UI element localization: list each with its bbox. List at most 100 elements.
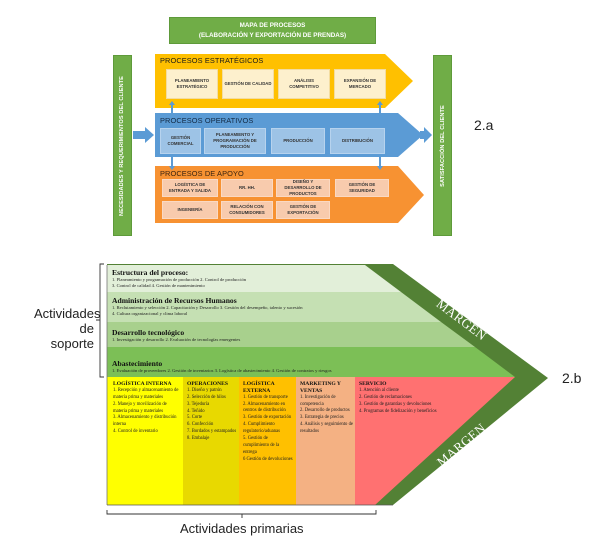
operative-item: DISTRIBUCIÓN xyxy=(330,128,385,154)
connector-arrowhead-icon xyxy=(169,101,175,105)
primary-col-item: 1. Atención al cliente xyxy=(359,387,399,393)
support-row-line: 1. Planeamiento y programación de produc… xyxy=(112,277,247,282)
primary-col-operations: OPERACIONES 1. Diseño y patrón 2. Selecc… xyxy=(183,378,239,505)
primary-col-item: 2. Desarrollo de productos xyxy=(300,408,350,414)
support-item: GESTIÓN DE EXPORTACIÓN xyxy=(276,201,330,219)
support-row-technology: Desarrollo tecnológico 1. Investigación … xyxy=(108,326,448,343)
customer-needs-bar: NECESIDADES Y REQUERIMIENTOS DEL CLIENTE xyxy=(113,55,132,236)
support-item: DISEÑO Y DESARROLLO DE PRODUCTOS xyxy=(276,179,330,197)
support-row-line: 3. Control de calidad 4. Gestión de mant… xyxy=(112,283,205,289)
primary-col-bg xyxy=(239,377,296,505)
connector-strat-oper-right xyxy=(379,103,381,116)
support-row-procurement: Abastecimiento 1. Evaluación de proveedo… xyxy=(108,357,488,374)
support-activities-label-line2: de soporte xyxy=(50,321,94,351)
primary-col-item: 2. Gestión de reclamaciones xyxy=(359,394,412,400)
primary-col-title: LOGÍSTICA EXTERNA xyxy=(243,381,275,394)
primary-col-item: 3. Estrategia de precios xyxy=(300,415,344,421)
support-bracket xyxy=(96,263,104,378)
primary-col-marketing: MARKETING Y VENTAS 1. Investigación de c… xyxy=(296,378,355,505)
primary-col-bg xyxy=(296,377,355,505)
strategic-item: ANÁLISIS COMPETITIVO xyxy=(278,69,330,99)
figure-label-2a: 2.a xyxy=(474,117,494,133)
input-arrow-icon xyxy=(133,127,154,143)
primary-col-item: 7. Bordados y estampados xyxy=(187,429,237,435)
support-row-title: Desarrollo tecnológico xyxy=(112,328,185,337)
primary-col-item: 4. Programas de fidelización y beneficio… xyxy=(359,408,437,414)
primary-col-item: 8. Embalaje xyxy=(187,436,210,442)
primary-col-item: 2. Manejo y movilización de materia prim… xyxy=(113,401,167,414)
primary-col-item: 1. Investigación de competencia xyxy=(300,394,336,407)
support-item: LOGÍSTICA DE ENTRADA Y SALIDA xyxy=(162,179,218,197)
primary-col-title: OPERACIONES xyxy=(187,381,229,387)
operative-item: GESTIÓN COMERCIAL xyxy=(160,128,201,154)
support-row-line: 1. Evaluación de proveedores 2. Gestión … xyxy=(112,368,332,373)
primary-col-item: 3. Gestión de garantías y devoluciones xyxy=(359,401,432,407)
primary-col-title: LOGÍSTICA INTERNA xyxy=(113,381,172,387)
primary-col-outbound: LOGÍSTICA EXTERNA 1. Gestión de transpor… xyxy=(239,378,296,505)
primary-col-item: 6. Confección xyxy=(187,422,214,428)
support-row-bg xyxy=(107,347,515,377)
primary-col-title: MARKETING Y VENTAS xyxy=(300,381,341,394)
primary-bracket xyxy=(106,510,377,518)
connector-arrowhead-icon xyxy=(377,166,383,170)
connector-arrowhead-icon xyxy=(377,101,383,105)
operative-title: PROCESOS OPERATIVOS xyxy=(160,116,254,125)
figure-label-2b: 2.b xyxy=(562,370,582,386)
primary-col-item: 4. Cumplimiento regulatorio/aduanas xyxy=(243,422,280,435)
primary-col-title: SERVICIO xyxy=(359,381,387,387)
support-row-bg xyxy=(107,292,441,322)
primary-activities-label: Actividades primarias xyxy=(180,521,304,536)
primary-col-item: 4. Control de inventario xyxy=(113,429,158,435)
primary-col-item: 6 Gestión de devoluciones xyxy=(243,456,293,462)
primary-col-item: 3. Tejeduría xyxy=(187,401,210,407)
support-activities-label: Actividades de soporte xyxy=(34,306,101,351)
support-item: INGENIERÍA xyxy=(162,201,218,219)
operative-item: PRODUCCIÓN xyxy=(271,128,325,154)
connector-oper-supp-left xyxy=(171,154,173,168)
strategic-item: GESTIÓN DE CALIDAD xyxy=(222,69,274,99)
support-item: GESTIÓN DE SEGURIDAD xyxy=(335,179,389,197)
support-row-title: Administración de Recursos Humanos xyxy=(112,296,237,305)
process-map-title: MAPA DE PROCESOS (ELABORACIÓN Y EXPORTAC… xyxy=(169,17,376,44)
primary-col-item: 1. Gestión de transporte xyxy=(243,394,288,400)
primary-col-item: 1. Diseño y patrón xyxy=(187,387,222,393)
connector-arrows xyxy=(169,101,383,170)
support-row-line: 1. Reclutamiento y selección 2. Capacita… xyxy=(112,305,303,310)
support-row-line: 4. Cultura organizacional y clima labora… xyxy=(112,311,188,317)
primary-col-item: 3. Gestión de exportación xyxy=(243,415,292,421)
primary-col-item: 4. Análisis y seguimiento de resultados xyxy=(300,422,353,435)
connector-oper-supp-right xyxy=(379,154,381,168)
primary-col-item: 5. Corte xyxy=(187,415,203,421)
strategic-item: PLANEAMIENTO ESTRATÉGICO xyxy=(166,69,218,99)
support-row-process-structure: Estructura del proceso: 1. Planeamiento … xyxy=(108,266,388,289)
primary-col-item: 1. Recepción y almacenamiento de materia… xyxy=(113,387,179,400)
primary-col-bg xyxy=(183,377,239,505)
primary-col-item: 3. Almacenamiento y distribución interna xyxy=(113,415,177,428)
primary-col-bg xyxy=(355,377,515,505)
primary-col-service: SERVICIO 1. Atención al cliente 2. Gesti… xyxy=(355,378,450,505)
primary-col-inbound: LOGÍSTICA INTERNA 1. Recepción y almacen… xyxy=(107,378,183,505)
connector-arrowhead-icon xyxy=(169,166,175,170)
support-activities-label-line1: Actividades xyxy=(34,306,101,321)
primary-col-item: 4. Teñido xyxy=(187,408,205,414)
support-row-line: 1. Investigación y desarrollo 2. Evaluac… xyxy=(112,337,241,342)
primary-col-item: 2. Selección de hilos xyxy=(187,394,226,400)
support-item: RR. HH. xyxy=(221,179,273,197)
support-row-bg xyxy=(107,322,475,347)
connector-strat-oper-left xyxy=(171,103,173,116)
operative-item: PLANEAMIENTO Y PROGRAMACIÓN DE PRODUCCIÓ… xyxy=(204,128,266,154)
support-title: PROCESOS DE APOYO xyxy=(160,169,244,178)
customer-satisfaction-bar: SATISFACCIÓN DEL CLIENTE xyxy=(433,55,452,236)
support-row-title: Abastecimiento xyxy=(112,359,163,368)
strategic-item: EXPANSIÓN DE MERCADO xyxy=(334,69,386,99)
support-row-title: Estructura del proceso: xyxy=(112,268,189,277)
primary-col-bg xyxy=(107,377,183,505)
process-map-title-line1: MAPA DE PROCESOS xyxy=(239,21,306,29)
support-item: RELACIÓN CON CONSUMIDORES xyxy=(221,201,273,219)
primary-col-item: 5. Gestión de cumplimiento de la entrega xyxy=(243,436,280,455)
primary-col-item: 2. Almacenamiento en centros de distribu… xyxy=(243,401,286,414)
support-row-hr: Administración de Recursos Humanos 1. Re… xyxy=(108,294,428,317)
support-row-bg xyxy=(107,265,401,292)
output-arrow-icon xyxy=(420,127,432,143)
